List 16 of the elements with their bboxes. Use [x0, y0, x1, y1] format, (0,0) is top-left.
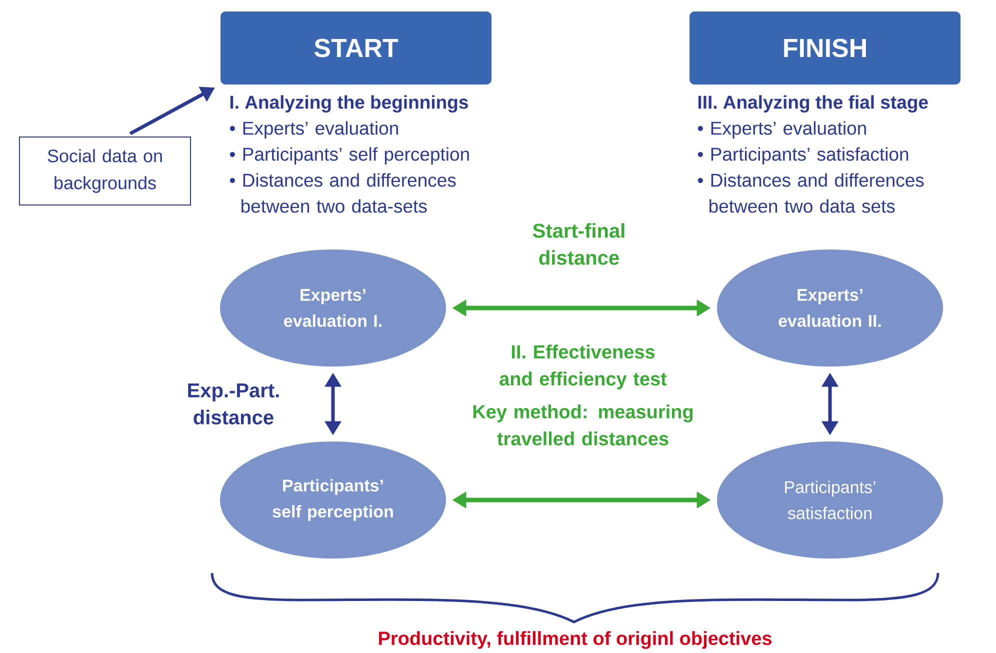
section-heading: I. Analyzing the beginnings — [230, 95, 468, 113]
header-box: FINISH — [690, 12, 960, 84]
bullet-item: • Participants’ satisfaction — [698, 147, 908, 164]
note-text: Productivity, fulfillment of originl objectives — [379, 631, 772, 649]
header-box: START — [220, 12, 492, 84]
bullet-item: • Experts’ evaluation — [698, 121, 866, 138]
bullet-item: • Experts’ evaluation — [230, 121, 398, 138]
bullet-item: • Distances and differences between two data-sets — [230, 173, 456, 213]
edge-label: Start-final distance — [532, 223, 624, 265]
edge-label: Exp.-Part. distance — [188, 384, 279, 424]
note-text: II. Effectiveness and efficiency test — [500, 344, 667, 390]
bullet-item: • Distances and differences between two data sets — [698, 173, 924, 213]
bullet-item: • Participants’ self perception — [230, 147, 469, 164]
text-box: Social data on backgrounds — [19, 136, 191, 206]
section-heading: III. Analyzing the fial stage — [698, 95, 928, 113]
note-text: Key method: measuring travelled distances — [473, 404, 693, 446]
